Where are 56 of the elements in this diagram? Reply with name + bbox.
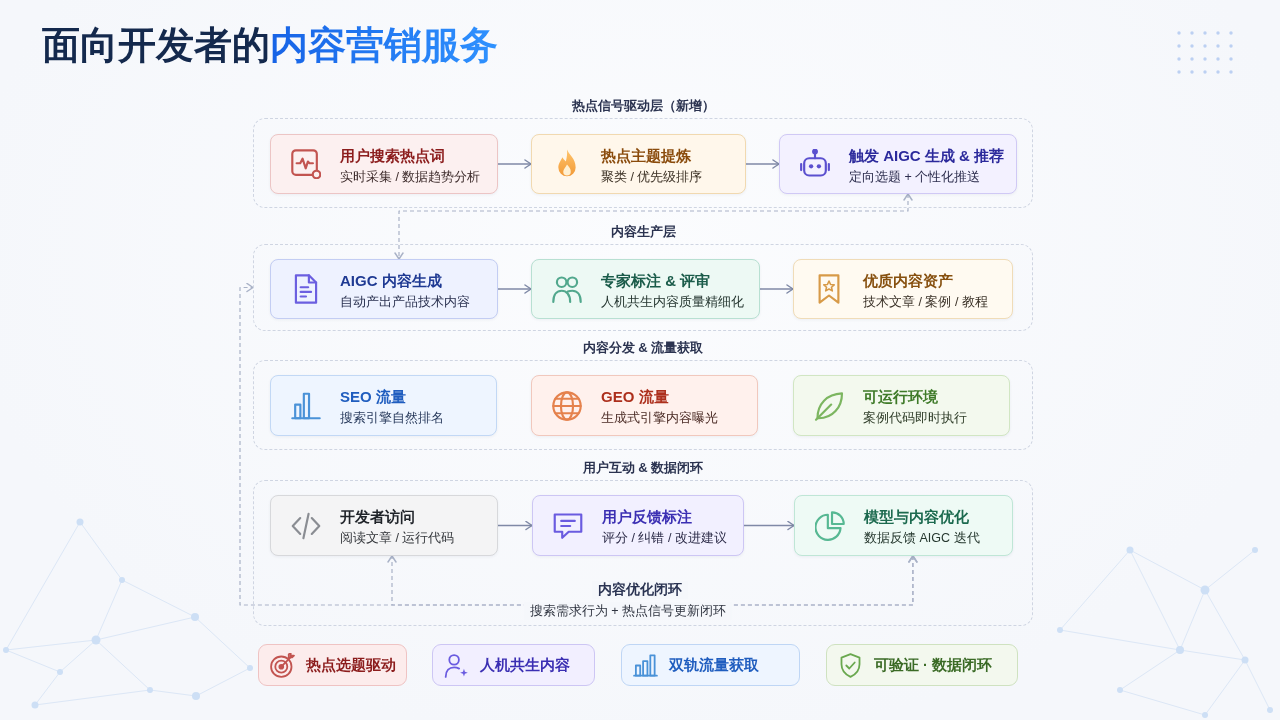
step-title: 用户反馈标注	[602, 507, 692, 526]
step-description: 数据反馈 AIGC 迭代	[864, 530, 980, 547]
feature-tag	[432, 644, 595, 686]
step-description: 聚类 / 优先级排序	[601, 169, 703, 186]
layer-heading: 用户互动 & 数据闭环	[582, 460, 704, 476]
step-card	[531, 259, 760, 319]
step-title: 用户搜索热点词	[340, 146, 445, 165]
step-title: 热点主题提炼	[601, 146, 691, 165]
arrow	[497, 284, 532, 294]
feature-tag	[621, 644, 800, 686]
step-description: 阅读文章 / 运行代码	[340, 530, 455, 547]
step-title: 开发者访问	[340, 507, 415, 526]
feature-label: 双轨流量获取	[669, 656, 759, 674]
step-title: 可运行环境	[863, 387, 938, 406]
arrow	[497, 159, 532, 169]
step-description: 评分 / 纠错 / 改进建议	[602, 530, 727, 547]
step-card	[270, 495, 498, 556]
step-description: 自动产出产品技术内容	[340, 294, 470, 311]
step-card	[270, 134, 498, 194]
step-card	[270, 259, 498, 319]
arrow	[745, 159, 780, 169]
step-description: 定向选题 + 个性化推送	[849, 169, 981, 186]
step-card	[270, 375, 497, 436]
step-card	[794, 495, 1013, 556]
layer-heading: 热点信号驱动层（新增）	[571, 98, 715, 114]
step-title: 触发 AIGC 生成 & 推荐	[849, 146, 1004, 165]
step-description: 生成式引擎内容曝光	[601, 410, 718, 427]
feature-label: 可验证 · 数据闭环	[874, 656, 992, 674]
feature-tag	[826, 644, 1018, 686]
step-card	[793, 375, 1010, 436]
feature-label: 热点选题驱动	[306, 656, 396, 674]
step-title: GEO 流量	[601, 387, 669, 406]
step-card	[779, 134, 1017, 194]
step-title: 优质内容资产	[863, 271, 953, 290]
arrow	[743, 520, 795, 531]
step-description: 实时采集 / 数据趋势分析	[340, 169, 481, 186]
step-card	[793, 259, 1013, 319]
feature-label: 人机共生内容	[480, 656, 570, 674]
step-description: 人机共生内容质量精细化	[601, 294, 744, 311]
step-title: AIGC 内容生成	[340, 271, 442, 290]
step-title: 专家标注 & 评审	[601, 271, 711, 290]
step-title: 模型与内容优化	[864, 507, 969, 526]
step-card	[531, 375, 758, 436]
step-card	[531, 134, 746, 194]
step-description: 案例代码即时执行	[863, 410, 967, 427]
arrow	[497, 520, 533, 531]
step-description: 技术文章 / 案例 / 教程	[863, 294, 988, 311]
dashed-double-arrow	[394, 193, 913, 260]
feature-tag	[258, 644, 407, 686]
step-description: 搜索引擎自然排名	[340, 410, 444, 427]
layer-heading: 内容生产层	[610, 224, 676, 240]
edge-label: 搜索需求行为 + 热点信号更新闭环	[523, 602, 733, 620]
step-title: SEO 流量	[340, 387, 406, 406]
step-card	[532, 495, 744, 556]
layer-heading: 内容分发 & 流量获取	[582, 340, 704, 356]
arrow	[759, 284, 794, 294]
